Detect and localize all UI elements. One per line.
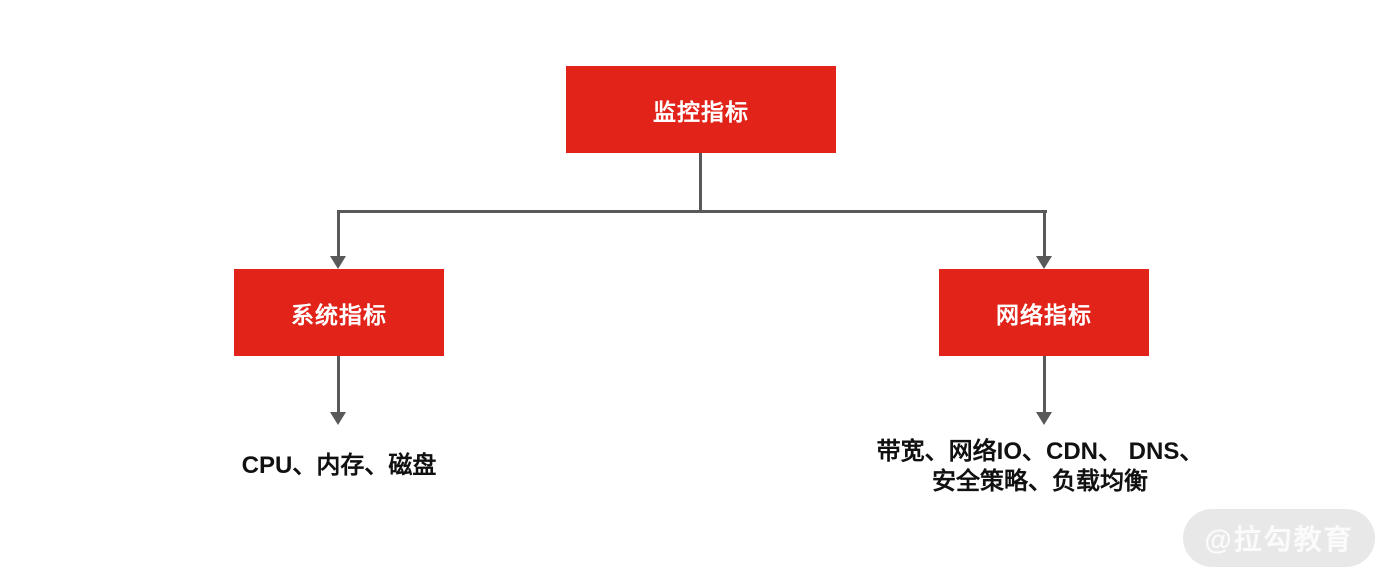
node-monitoring-metrics-label: 监控指标 [653,98,749,125]
network-leaf-line-2: 安全策略、负载均衡 [932,468,1148,495]
connector-drop-system [337,210,340,257]
system-leaf-text: CPU、内存、磁盘 [241,452,437,479]
arrowhead-into-system-box [330,256,346,269]
connector-root-stem [699,153,702,212]
connector-system-to-leaf [337,356,340,412]
network-leaf-text: 带宽、网络IO、CDN、 DNS、 安全策略、负载均衡 [840,437,1240,497]
network-leaf-line-1: 带宽、网络IO、CDN、 DNS、 [876,438,1204,465]
watermark-text: @拉勾教育 [1204,524,1354,555]
connector-network-to-leaf [1043,356,1046,412]
arrowhead-into-system-leaf [330,412,346,425]
arrowhead-into-network-box [1036,256,1052,269]
node-system-metrics-label: 系统指标 [291,301,387,328]
watermark-badge: @拉勾教育 [1183,509,1375,567]
connector-horizontal-rail [337,210,1047,213]
node-network-metrics-label: 网络指标 [996,301,1092,328]
node-network-metrics: 网络指标 [939,269,1149,356]
arrowhead-into-network-leaf [1036,412,1052,425]
node-monitoring-metrics: 监控指标 [566,66,836,153]
connector-drop-network [1043,210,1046,257]
node-system-metrics: 系统指标 [234,269,444,356]
